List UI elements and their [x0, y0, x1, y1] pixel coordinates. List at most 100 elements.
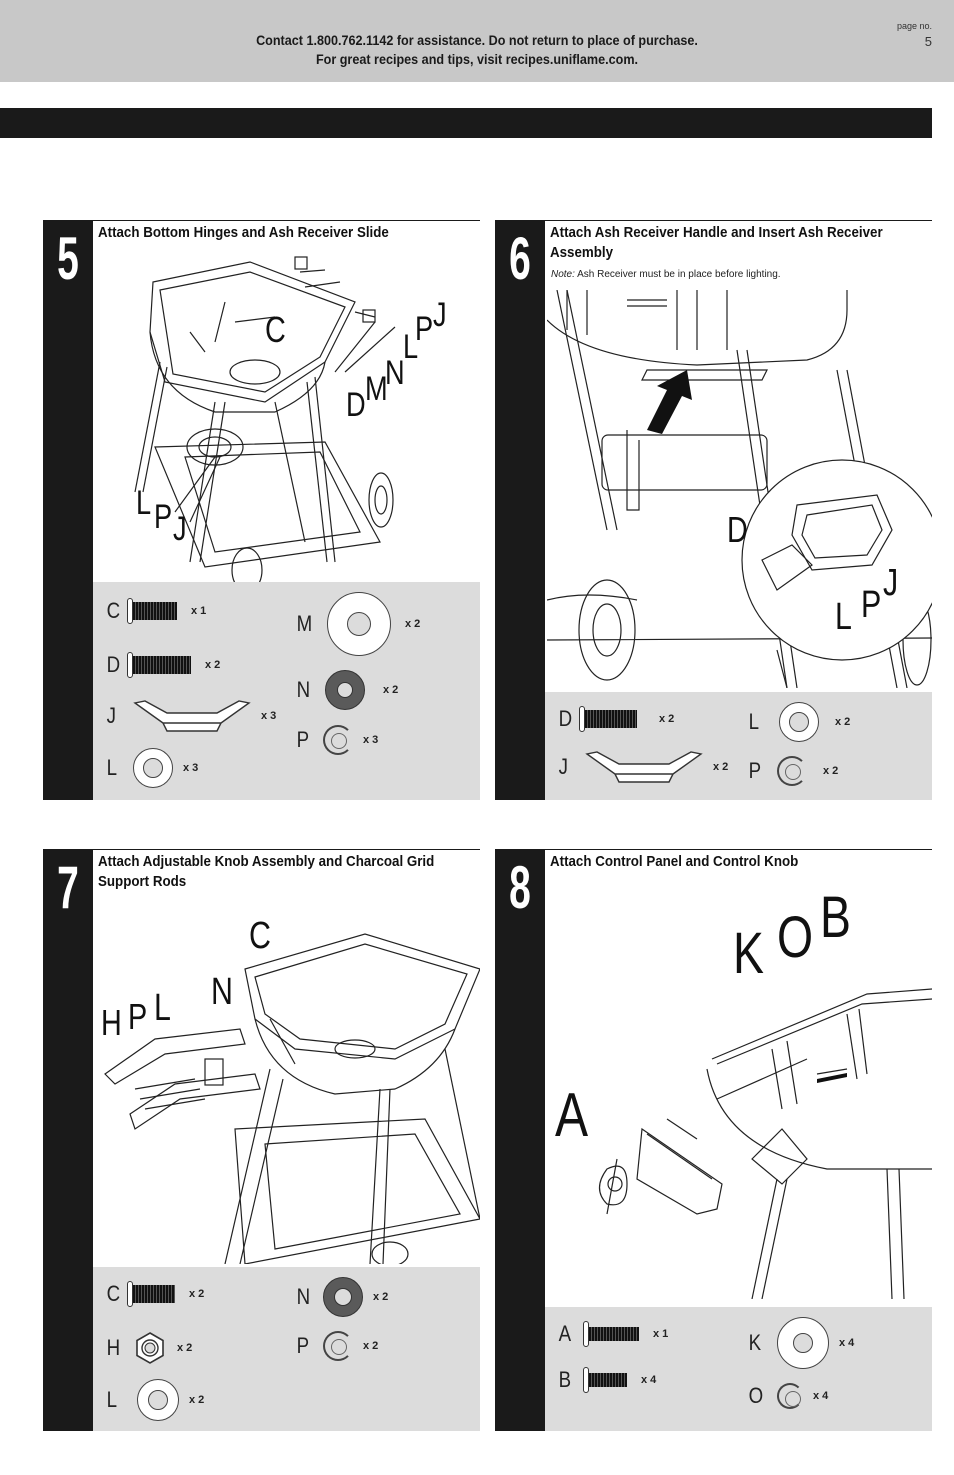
step-number: 8 — [509, 854, 531, 921]
part-qty: x 2 — [205, 659, 221, 671]
part-qty: x 2 — [363, 1340, 379, 1352]
part-qty: x 2 — [177, 1342, 193, 1354]
part-qty: x 3 — [363, 734, 379, 746]
part-O: O x 4 — [747, 1383, 828, 1409]
part-N: N x 2 — [295, 1277, 388, 1317]
part-qty: x 2 — [823, 765, 839, 777]
callout-M: M — [365, 370, 388, 408]
part-letter: P — [296, 727, 310, 752]
step-title-line-1: Attach Ash Receiver Handle and Insert As… — [550, 225, 883, 241]
callout-D: D — [346, 386, 366, 424]
callout-L: L — [403, 328, 419, 366]
part-letter: J — [106, 703, 116, 728]
part-qty: x 2 — [713, 761, 729, 773]
callout-A: A — [555, 1081, 589, 1150]
step-number: 7 — [57, 854, 79, 921]
part-qty: x 2 — [659, 713, 675, 725]
note-label: Note: — [551, 269, 575, 280]
part-letter: P — [748, 758, 762, 783]
part-P: P x 3 — [295, 725, 378, 755]
rubber-washer-icon — [323, 1277, 363, 1317]
part-qty: x 3 — [183, 762, 199, 774]
bracket-clip-icon — [585, 751, 703, 783]
part-D: D x 2 — [105, 652, 220, 678]
part-K: K x 4 — [747, 1317, 854, 1369]
part-N: N x 2 — [295, 670, 398, 710]
step-title: Attach Adjustable Knob Assembly and Char… — [98, 852, 466, 892]
step-5-panel: 5 Attach Bottom Hinges and Ash Receiver … — [43, 220, 480, 800]
lock-washer-icon — [777, 756, 807, 786]
part-letter: C — [106, 598, 121, 623]
lock-washer-icon — [323, 725, 353, 755]
control-panel-illustration — [598, 988, 932, 1299]
bolt-icon — [583, 1367, 631, 1393]
bolt-icon — [127, 598, 181, 624]
part-J: J x 3 — [105, 699, 276, 733]
step-title-line-2: Assembly — [550, 245, 614, 261]
step-6-panel: 6 Attach Ash Receiver Handle and Insert … — [495, 220, 932, 800]
parts-list: C x 1 D x 2 J x 3 L x 3 M x 2 N x 2 — [93, 582, 480, 800]
callout-P: P — [861, 584, 882, 626]
part-J: J x 2 — [557, 750, 728, 784]
step-note: Note: Ash Receiver must be in place befo… — [551, 269, 781, 280]
callout-J: J — [433, 296, 447, 334]
rubber-washer-icon — [325, 670, 365, 710]
lock-washer-icon — [777, 1383, 803, 1409]
bracket-clip-icon — [133, 700, 251, 732]
panel-rule — [545, 849, 932, 850]
part-H: H x 2 — [105, 1331, 192, 1365]
panel-rule — [93, 220, 480, 221]
page-number-label: page no. — [896, 21, 932, 31]
callout-L: L — [154, 987, 171, 1029]
part-qty: x 1 — [653, 1328, 669, 1340]
note-text: Ash Receiver must be in place before lig… — [577, 269, 781, 280]
part-qty: x 3 — [261, 710, 277, 722]
part-qty: x 2 — [835, 716, 851, 728]
part-letter: L — [748, 709, 760, 734]
callout-P-lower: P — [154, 498, 173, 536]
contact-line-1: Contact 1.800.762.1142 for assistance. D… — [256, 32, 698, 48]
step-title: Attach Ash Receiver Handle and Insert As… — [550, 223, 918, 263]
part-L: L x 2 — [105, 1379, 204, 1421]
callout-L-lower: L — [136, 484, 152, 522]
callout-H: H — [101, 1002, 122, 1043]
part-C: C x 2 — [105, 1281, 204, 1307]
ash-receiver-illustration — [547, 290, 932, 688]
part-L: L x 2 — [747, 702, 850, 742]
step-number-column: 7 — [43, 849, 93, 1431]
contact-line-2: For great recipes and tips, visit recipe… — [315, 51, 639, 67]
part-letter: N — [296, 1284, 311, 1309]
callout-O: O — [777, 905, 814, 970]
flat-washer-icon — [133, 748, 173, 788]
part-letter: P — [296, 1333, 310, 1358]
panel-rule — [545, 220, 932, 221]
callout-B: B — [820, 885, 851, 950]
part-letter: A — [558, 1321, 572, 1346]
callout-P: P — [415, 310, 434, 348]
part-D: D x 2 — [557, 706, 674, 732]
step-8-panel: 8 Attach Control Panel and Control Knob … — [495, 849, 932, 1431]
part-B: B x 4 — [557, 1367, 656, 1393]
parts-list: D x 2 J x 2 L x 2 P x 2 — [545, 692, 932, 800]
callout-P: P — [128, 996, 148, 1037]
part-qty: x 1 — [191, 605, 207, 617]
part-P: P x 2 — [295, 1331, 378, 1361]
callout-K: K — [733, 921, 764, 986]
page-number: 5 — [924, 34, 932, 49]
callout-J-lower: J — [173, 510, 187, 548]
step-number: 6 — [509, 225, 531, 292]
part-A: A x 1 — [557, 1321, 668, 1347]
part-letter: L — [106, 755, 118, 780]
part-qty: x 4 — [813, 1390, 829, 1402]
part-letter: N — [296, 677, 311, 702]
step-number-column: 6 — [495, 220, 545, 800]
large-washer-icon — [327, 592, 391, 656]
step-title: Attach Control Panel and Control Knob — [550, 854, 799, 870]
part-qty: x 2 — [189, 1288, 205, 1300]
part-qty: x 2 — [189, 1394, 205, 1406]
parts-list: A x 1 B x 4 K x 4 O x 4 — [545, 1307, 932, 1431]
step-title-line-2: Support Rods — [98, 874, 187, 890]
bolt-icon — [127, 1281, 179, 1307]
bolt-icon — [127, 652, 195, 678]
section-banner — [0, 108, 932, 138]
